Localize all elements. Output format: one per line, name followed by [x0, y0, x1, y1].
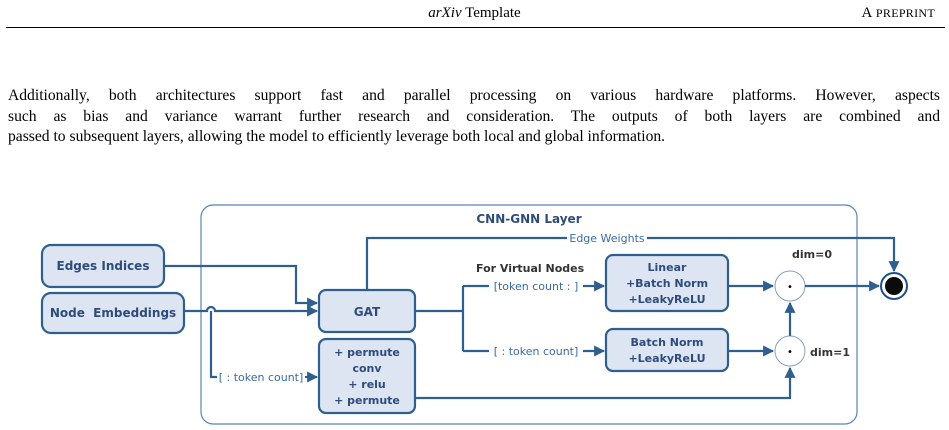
paragraph-line: Additionally, both architectures support… [8, 87, 940, 104]
header-rule [6, 27, 945, 28]
layer-title: CNN-GNN Layer [476, 212, 581, 226]
dim0-label: dim=0 [792, 248, 832, 261]
running-title: arXiv Template [0, 5, 949, 22]
conv-block-line: conv [352, 362, 382, 375]
conv-block-line: + permute [334, 394, 400, 407]
gat-label: GAT [354, 305, 381, 319]
connector-lines [164, 236, 900, 400]
batchnorm-block-line: Batch Norm [631, 336, 704, 349]
layer-container [200, 204, 858, 425]
paragraph-line: passed to subsequent layers, allowing th… [8, 128, 666, 145]
linear-block-line: +LeakyReLU [628, 293, 705, 306]
page-header: arXiv Template A PREPRINT [0, 0, 949, 30]
running-title-italic: arXiv [428, 5, 462, 21]
batchnorm-block-line: +LeakyReLU [628, 352, 705, 365]
linear-block-line: +Batch Norm [626, 277, 708, 290]
node-embeddings-box [40, 291, 186, 335]
edges-indices-label: Edges Indices [57, 259, 150, 273]
linear-block-line: Linear [648, 261, 687, 274]
edge-weights-label: Edge Weights [569, 232, 645, 245]
token-slice-bottom-label: [ : token count] [494, 345, 579, 358]
conv-block-line: + permute [334, 346, 400, 359]
conv-block-line: + relu [348, 378, 386, 391]
preprint-label: A PREPRINT [861, 5, 935, 21]
conv-block-box [317, 337, 417, 415]
virtual-nodes-label: For Virtual Nodes [476, 262, 585, 275]
token-slice-top-label: [token count : ] [494, 280, 579, 293]
running-title-rest: Template [461, 5, 521, 21]
body-paragraph: Additionally, both architectures support… [8, 86, 940, 148]
linear-block-box [604, 253, 730, 313]
concat-dot-dim0: • [787, 282, 793, 293]
output-node-core [885, 277, 903, 295]
dim1-label: dim=1 [810, 346, 850, 359]
token-slice-left-label: [ : token count] [219, 371, 304, 384]
paragraph-line: such as bias and variance warrant furthe… [8, 107, 940, 125]
concat-dot-dim1: • [787, 347, 793, 358]
node-embeddings-label: Node Embeddings [50, 306, 176, 320]
